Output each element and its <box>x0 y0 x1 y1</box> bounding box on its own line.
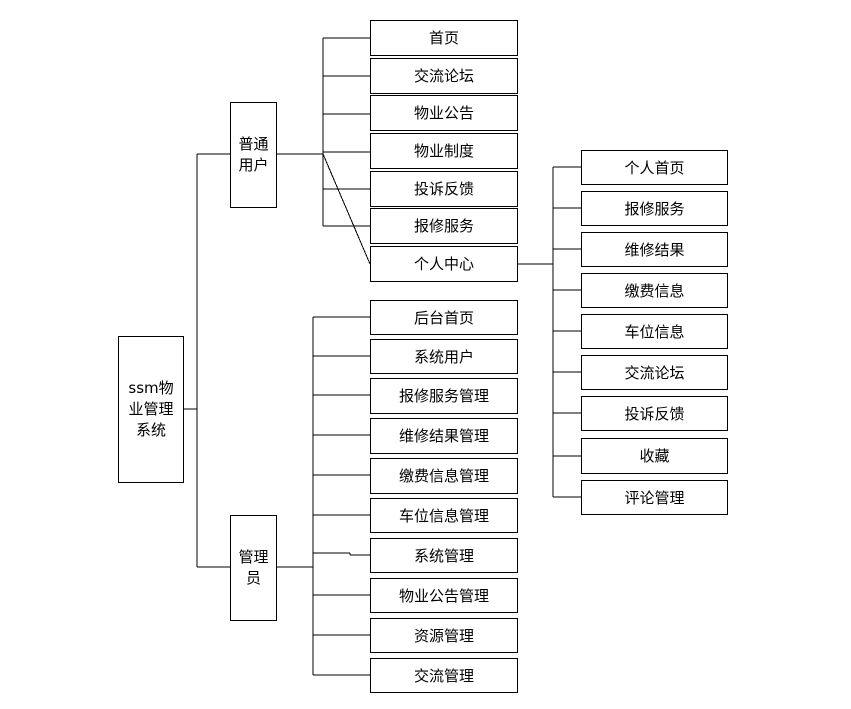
admin-group-node: 管理 员 <box>230 515 277 621</box>
root-label: ssm物 业管理 系统 <box>128 379 174 439</box>
pc-item-favorites: 收藏 <box>581 438 728 474</box>
user-item-personal-center: 个人中心 <box>370 246 518 282</box>
admin-item-forum-mgmt: 交流管理 <box>370 658 518 693</box>
pc-item-repair: 报修服务 <box>581 191 728 226</box>
pc-item-home: 个人首页 <box>581 150 728 185</box>
root-node: ssm物 业管理 系统 <box>118 336 184 483</box>
admin-item-notice-mgmt: 物业公告管理 <box>370 578 518 613</box>
admin-item-system-users: 系统用户 <box>370 339 518 374</box>
admin-item-system-mgmt: 系统管理 <box>370 538 518 573</box>
pc-item-comments: 评论管理 <box>581 480 728 515</box>
admin-item-payment-mgmt: 缴费信息管理 <box>370 458 518 494</box>
pc-item-complaint: 投诉反馈 <box>581 396 728 431</box>
pc-item-parking: 车位信息 <box>581 314 728 349</box>
user-item-complaint: 投诉反馈 <box>370 171 518 207</box>
user-group-node: 普通 用户 <box>230 102 277 208</box>
pc-item-payment: 缴费信息 <box>581 273 728 308</box>
user-item-notice: 物业公告 <box>370 95 518 131</box>
user-item-forum: 交流论坛 <box>370 58 518 94</box>
admin-item-dashboard: 后台首页 <box>370 300 518 335</box>
pc-item-repair-result: 维修结果 <box>581 232 728 267</box>
admin-group-label: 管理 员 <box>238 548 269 587</box>
user-item-repair: 报修服务 <box>370 208 518 244</box>
pc-item-forum: 交流论坛 <box>581 355 728 390</box>
user-item-policy: 物业制度 <box>370 133 518 169</box>
admin-item-repair-mgmt: 报修服务管理 <box>370 378 518 414</box>
admin-item-parking-mgmt: 车位信息管理 <box>370 498 518 533</box>
admin-item-resource-mgmt: 资源管理 <box>370 618 518 653</box>
user-item-home: 首页 <box>370 20 518 56</box>
user-group-label: 普通 用户 <box>238 135 269 174</box>
admin-item-repair-result-mgmt: 维修结果管理 <box>370 418 518 454</box>
